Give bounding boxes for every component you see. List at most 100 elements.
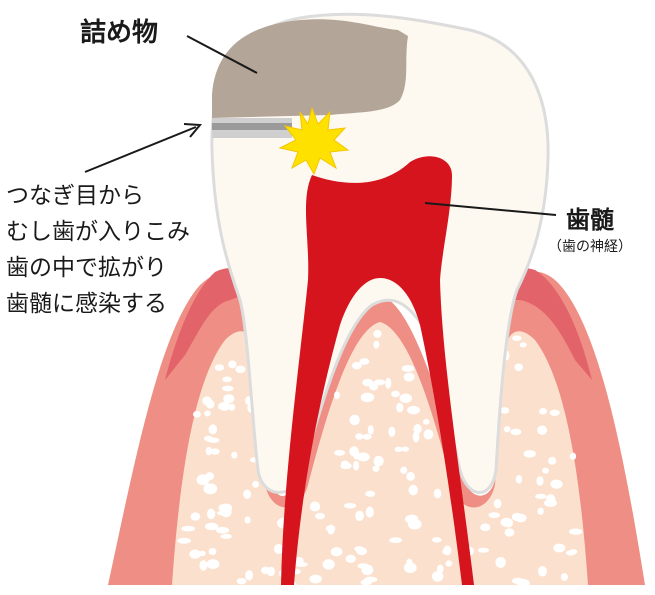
bone-dot — [550, 479, 563, 489]
bone-dot — [236, 577, 247, 585]
bone-dot — [413, 424, 422, 434]
bone-dot — [177, 537, 192, 544]
filling-shape — [212, 19, 408, 118]
bone-dot — [208, 548, 217, 556]
bone-dot — [214, 364, 224, 371]
bone-dot — [349, 414, 360, 426]
bone-dot — [539, 408, 548, 415]
bone-dot — [294, 561, 308, 567]
bone-dot — [243, 489, 252, 499]
bone-dot — [206, 399, 215, 409]
filling-leader-line — [186, 35, 258, 74]
bone-dot — [549, 409, 560, 416]
bone-dot — [367, 425, 374, 435]
bone-dot — [400, 466, 408, 474]
bone-dot — [228, 360, 237, 369]
bone-dot — [396, 402, 404, 413]
bone-dot — [341, 460, 350, 467]
bone-dot — [231, 451, 238, 459]
bone-dot — [222, 376, 232, 383]
cause-line: むし歯が入りこみ — [6, 219, 190, 245]
filling-label: 詰め物 — [80, 18, 159, 48]
bone-dot — [405, 514, 419, 524]
bone-dot — [523, 450, 536, 458]
bone-dot — [514, 363, 524, 372]
bone-dot — [480, 523, 491, 532]
bone-dot — [199, 560, 208, 571]
bone-dot — [309, 501, 321, 512]
bone-dot — [207, 508, 216, 520]
bone-dot — [548, 456, 557, 465]
bone-dot — [244, 516, 251, 524]
bone-dot — [373, 455, 384, 467]
bone-dot — [391, 390, 400, 398]
bone-dot — [219, 401, 230, 411]
bone-dot — [500, 407, 510, 414]
bone-dot — [181, 525, 196, 532]
bone-dot — [218, 503, 233, 513]
bone-dot — [560, 573, 568, 581]
bone-dot — [356, 452, 370, 462]
bone-dot — [204, 410, 211, 417]
bone-dot — [401, 365, 415, 372]
bone-dot — [565, 550, 576, 556]
bone-dot — [261, 566, 270, 575]
bone-dot — [189, 549, 201, 559]
bone-dot — [357, 563, 369, 569]
bone-dot — [431, 571, 444, 582]
bone-dot — [493, 498, 502, 509]
bone-dot — [362, 433, 372, 440]
bone-dot — [432, 537, 442, 543]
bone-dot — [315, 512, 325, 520]
bone-dot — [345, 554, 356, 563]
bone-dot — [333, 391, 340, 400]
bone-dot — [406, 472, 415, 481]
bone-dot — [423, 429, 434, 440]
pulp-shape — [281, 156, 474, 585]
bone-dot — [365, 490, 376, 497]
bone-dot — [245, 570, 254, 581]
bone-dot — [389, 537, 402, 544]
bone-dot — [537, 425, 548, 435]
bone-dot — [512, 335, 522, 342]
bone-dot — [399, 393, 413, 404]
bone-dot — [422, 418, 430, 425]
cause-description: つなぎ目から むし歯が入りこみ 歯の中で拡がり 歯髄に感染する — [6, 178, 190, 322]
bone-dot — [372, 465, 380, 472]
bone-dot — [536, 476, 544, 486]
bone-dot — [510, 428, 522, 436]
bone-dot — [355, 433, 364, 440]
bone-dot — [203, 435, 213, 442]
bone-dot — [220, 533, 232, 539]
bone-dot — [354, 546, 364, 552]
bone-dot — [373, 329, 382, 338]
bone-dot — [235, 365, 246, 374]
bone-dot — [245, 396, 252, 405]
bone-dot — [401, 446, 410, 452]
bone-dot — [403, 372, 415, 382]
bone-dot — [535, 493, 547, 499]
bone-dot — [349, 446, 359, 457]
pulp-label: 歯髄 — [566, 206, 614, 234]
bone-dot — [196, 474, 210, 486]
bone-dot — [330, 547, 343, 557]
bone-dot — [351, 361, 362, 370]
bone-dot — [360, 392, 375, 403]
bone-dot — [537, 507, 544, 515]
bone-dot — [515, 474, 523, 484]
bone-dot — [394, 446, 403, 452]
bone-dot — [309, 574, 322, 584]
bone-dot — [495, 556, 506, 568]
bone-dot — [273, 544, 284, 554]
bone-dot — [436, 564, 444, 574]
bone-dot — [228, 403, 236, 411]
bone-dot — [203, 483, 218, 495]
bone-dot — [445, 560, 453, 567]
bone-dot — [519, 342, 527, 348]
cause-line: 歯髄に感染する — [6, 291, 167, 317]
bone-dot — [359, 358, 370, 365]
decay-spark-icon — [278, 106, 350, 176]
bone-dot — [569, 452, 577, 460]
bone-dot — [353, 460, 360, 471]
bone-dot — [210, 448, 220, 455]
